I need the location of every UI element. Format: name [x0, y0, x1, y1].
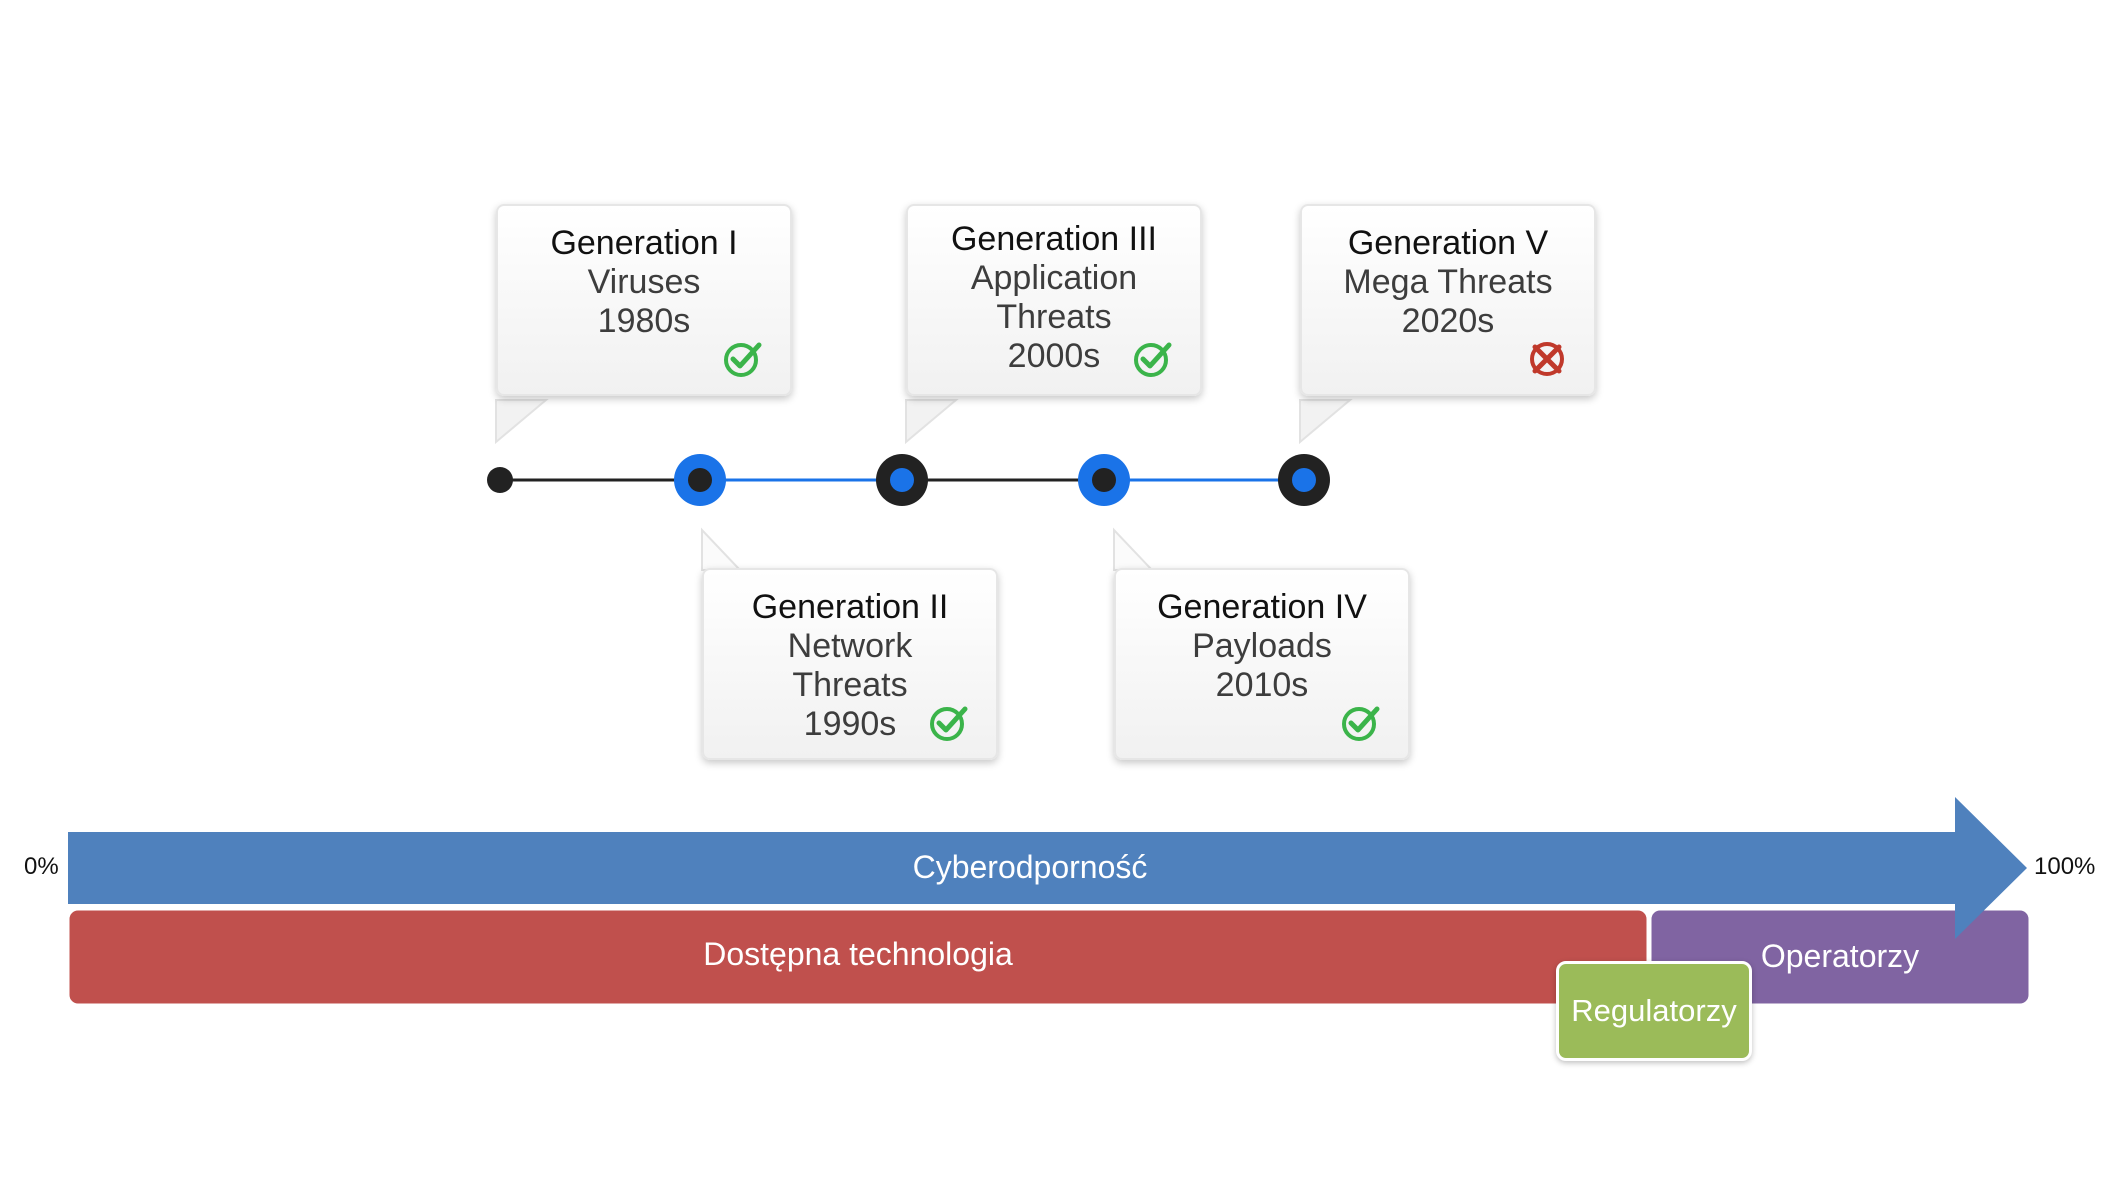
- callout-gen-2: Generation II Network Threats 1990s: [702, 568, 998, 760]
- callout-gen-5: Generation V Mega Threats 2020s: [1300, 204, 1596, 396]
- regulators-label: Regulatorzy: [1571, 993, 1737, 1028]
- callout-gen-4: Generation IV Payloads 2010s: [1114, 568, 1410, 760]
- generation-threat-line-1: Application: [970, 259, 1138, 297]
- operators-bar-label: Operatorzy: [1760, 938, 1920, 974]
- generation-title: Generation I: [550, 224, 738, 262]
- generation-threat-line-1: Network: [787, 627, 913, 665]
- technology-bar-label: Dostępna technologia: [703, 936, 1013, 972]
- scale-start-label: 0%: [24, 853, 59, 880]
- generation-title: Generation V: [1347, 224, 1549, 262]
- check-circle-icon: [724, 342, 762, 377]
- timeline-start-dot: [487, 467, 513, 493]
- generation-threat: Viruses: [587, 263, 701, 301]
- cross-circle-icon: [1530, 342, 1564, 376]
- generation-decade: 2010s: [1215, 666, 1309, 704]
- generation-threat-line-2: Threats: [792, 666, 908, 704]
- scale-end-label: 100%: [2034, 853, 2096, 880]
- check-circle-icon: [1342, 706, 1380, 741]
- callout-tail-gen-1: [495, 399, 549, 445]
- generation-threat-line-2: Threats: [996, 298, 1112, 336]
- timeline-node-gen-2: [674, 454, 726, 506]
- callout-tail-gen-5: [1299, 399, 1353, 445]
- generation-decade: 1980s: [597, 302, 691, 340]
- generation-threat: Payloads: [1192, 627, 1332, 665]
- cyber-resilience-arrow: [68, 797, 2027, 939]
- generation-decade: 2000s: [1007, 337, 1101, 375]
- generation-decade: 1990s: [803, 705, 897, 743]
- arrow-label: Cyberodporność: [912, 849, 1148, 885]
- generation-title: Generation II: [751, 588, 949, 626]
- generation-threat: Mega Threats: [1343, 263, 1553, 301]
- callout-gen-1: Generation I Viruses 1980s: [496, 204, 792, 396]
- generation-title: Generation III: [950, 220, 1157, 258]
- generation-decade: 2020s: [1401, 302, 1495, 340]
- check-circle-icon: [930, 706, 968, 741]
- generation-title: Generation IV: [1157, 588, 1367, 626]
- callout-gen-3: Generation III Application Threats 2000s: [906, 204, 1202, 396]
- technology-bar: [66, 907, 1650, 1007]
- timeline-node-gen-3: [876, 454, 928, 506]
- callout-tail-gen-3: [905, 399, 959, 445]
- regulators-box: Regulatorzy: [1556, 961, 1752, 1061]
- timeline-node-gen-5: [1278, 454, 1330, 506]
- timeline-node-gen-4: [1078, 454, 1130, 506]
- check-circle-icon: [1134, 342, 1172, 377]
